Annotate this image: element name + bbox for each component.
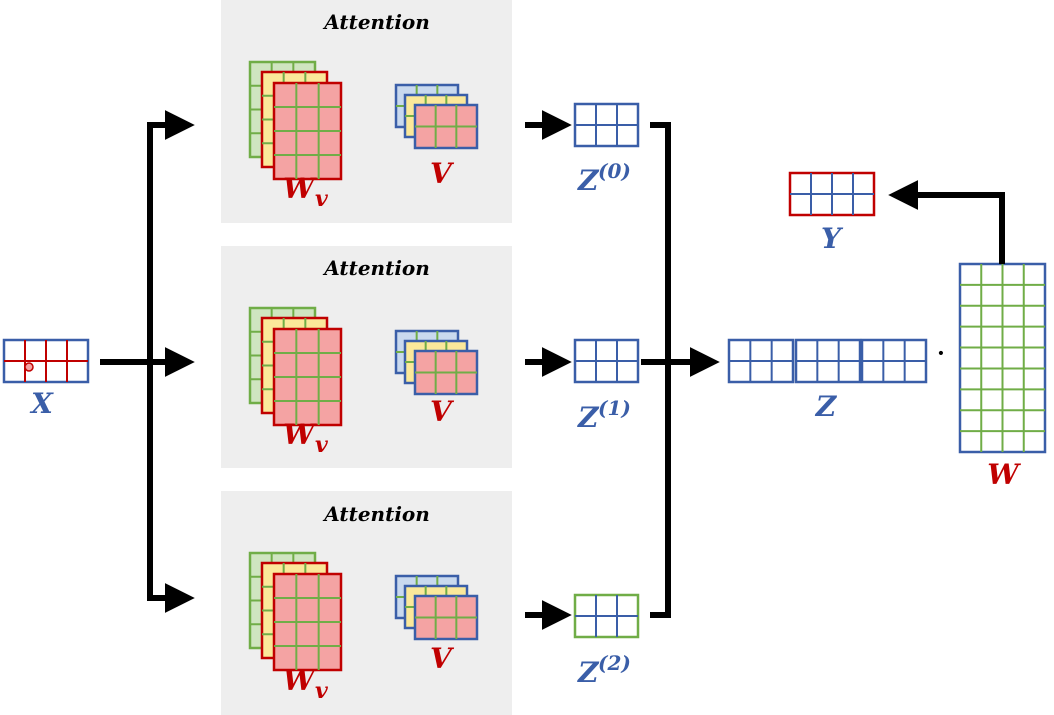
- weight-subscript: v: [315, 186, 328, 212]
- head-label-0: Z (0): [577, 159, 631, 197]
- concat-z-part-2: [860, 338, 928, 384]
- head-label-text: Z: [577, 401, 600, 434]
- concat-z-part-1: [794, 338, 862, 384]
- head-label-text: Z: [577, 164, 600, 197]
- head-label-text: Z: [577, 656, 600, 689]
- v-layer-red-0: [413, 103, 479, 150]
- weight-label-2: W v: [283, 664, 328, 704]
- wv-layer-red-1: [272, 327, 343, 427]
- input-label: X: [29, 387, 54, 420]
- weight-subscript: v: [315, 432, 328, 458]
- arrow-w-to-y: [888, 180, 1005, 264]
- attention-title-0: Attention: [322, 10, 430, 34]
- wv-layer-red-0: [272, 81, 343, 181]
- weight-subscript: v: [315, 678, 328, 704]
- attention-title-1: Attention: [322, 256, 430, 280]
- weight-w-matrix: [958, 262, 1047, 454]
- value-label-2: V: [430, 642, 455, 675]
- weight-label-0: W v: [283, 172, 328, 212]
- bracket-z-heads: [650, 122, 671, 618]
- head-label-2: Z (2): [577, 651, 631, 689]
- value-label-0: V: [430, 157, 455, 190]
- head-superscript: (2): [598, 651, 631, 675]
- multiply-dot: ·: [936, 334, 946, 372]
- output-y-matrix: [788, 171, 876, 217]
- concat-label: Z: [815, 390, 838, 423]
- weight-label-text: W: [283, 418, 317, 451]
- input-x-matrix: [2, 338, 90, 384]
- weight-w-label: W: [987, 458, 1021, 491]
- head-label-1: Z (1): [577, 396, 631, 434]
- weight-label-text: W: [283, 664, 317, 697]
- weight-label-text: W: [283, 172, 317, 205]
- flow-arrows: [100, 110, 1005, 630]
- weight-label-1: W v: [283, 418, 328, 458]
- arrow-trunk-to-panel-2: [147, 362, 195, 613]
- z-head-1: [573, 338, 640, 384]
- head-superscript: (0): [598, 159, 631, 183]
- arrow-trunk-to-panel-0: [147, 110, 195, 362]
- value-label-1: V: [430, 395, 455, 428]
- output-label: Y: [821, 222, 844, 255]
- wv-layer-red-2: [272, 572, 343, 672]
- v-layer-red-1: [413, 349, 479, 396]
- matrix-grids: [2, 60, 1047, 672]
- v-layer-red-2: [413, 594, 479, 641]
- z-head-2: [573, 593, 640, 639]
- cursor-dot: [24, 362, 34, 372]
- attention-title-2: Attention: [322, 502, 430, 526]
- concat-z-part-0: [727, 338, 795, 384]
- z-head-0: [573, 102, 640, 148]
- head-superscript: (1): [598, 396, 631, 420]
